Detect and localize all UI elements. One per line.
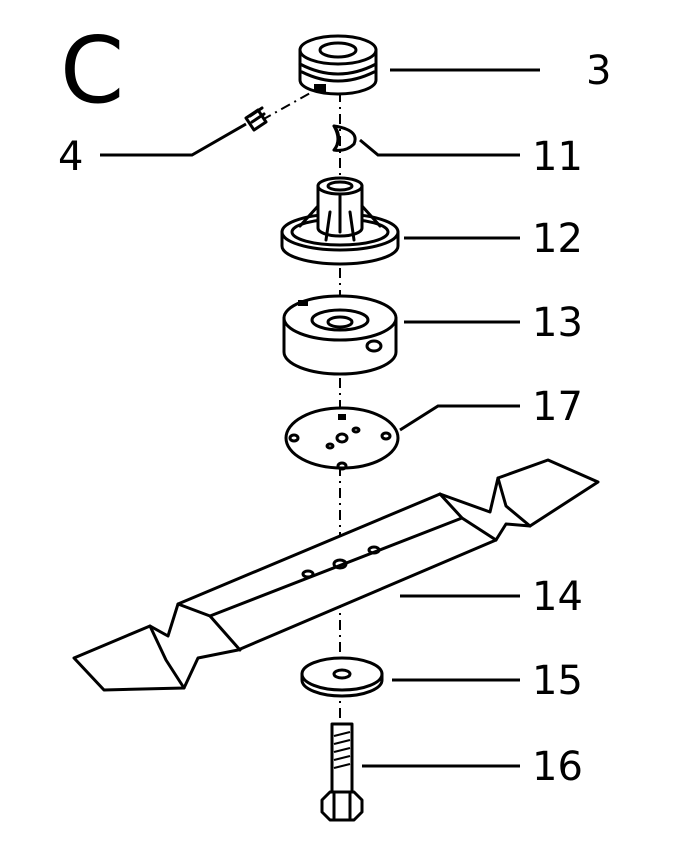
blade-part [72,458,600,692]
callout-14: 14 [532,574,583,620]
bolt-part [320,722,364,822]
woodruff-key-part [332,124,357,152]
blade-plate-part [284,406,400,471]
blade-hub-part [280,176,400,266]
washer-part [300,656,384,698]
callout-15: 15 [532,658,583,704]
callout-13: 13 [532,300,583,346]
callout-16: 16 [532,744,583,790]
callout-3: 3 [586,48,611,94]
leader-11 [359,138,520,157]
callout-4: 4 [58,134,83,180]
callout-17: 17 [532,384,583,430]
pulley-part [298,34,378,96]
set-screw-axis [261,91,313,121]
leader-4 [100,122,247,157]
callout-12: 12 [532,216,583,262]
callout-11: 11 [532,134,583,180]
leader-lines [100,68,540,768]
set-screw-part [244,106,268,132]
section-label: C [60,17,124,124]
leader-17 [399,404,520,432]
blade-adapter-part [282,294,398,376]
callout-labels: 3 4 11 12 13 17 14 15 16 [58,48,611,790]
